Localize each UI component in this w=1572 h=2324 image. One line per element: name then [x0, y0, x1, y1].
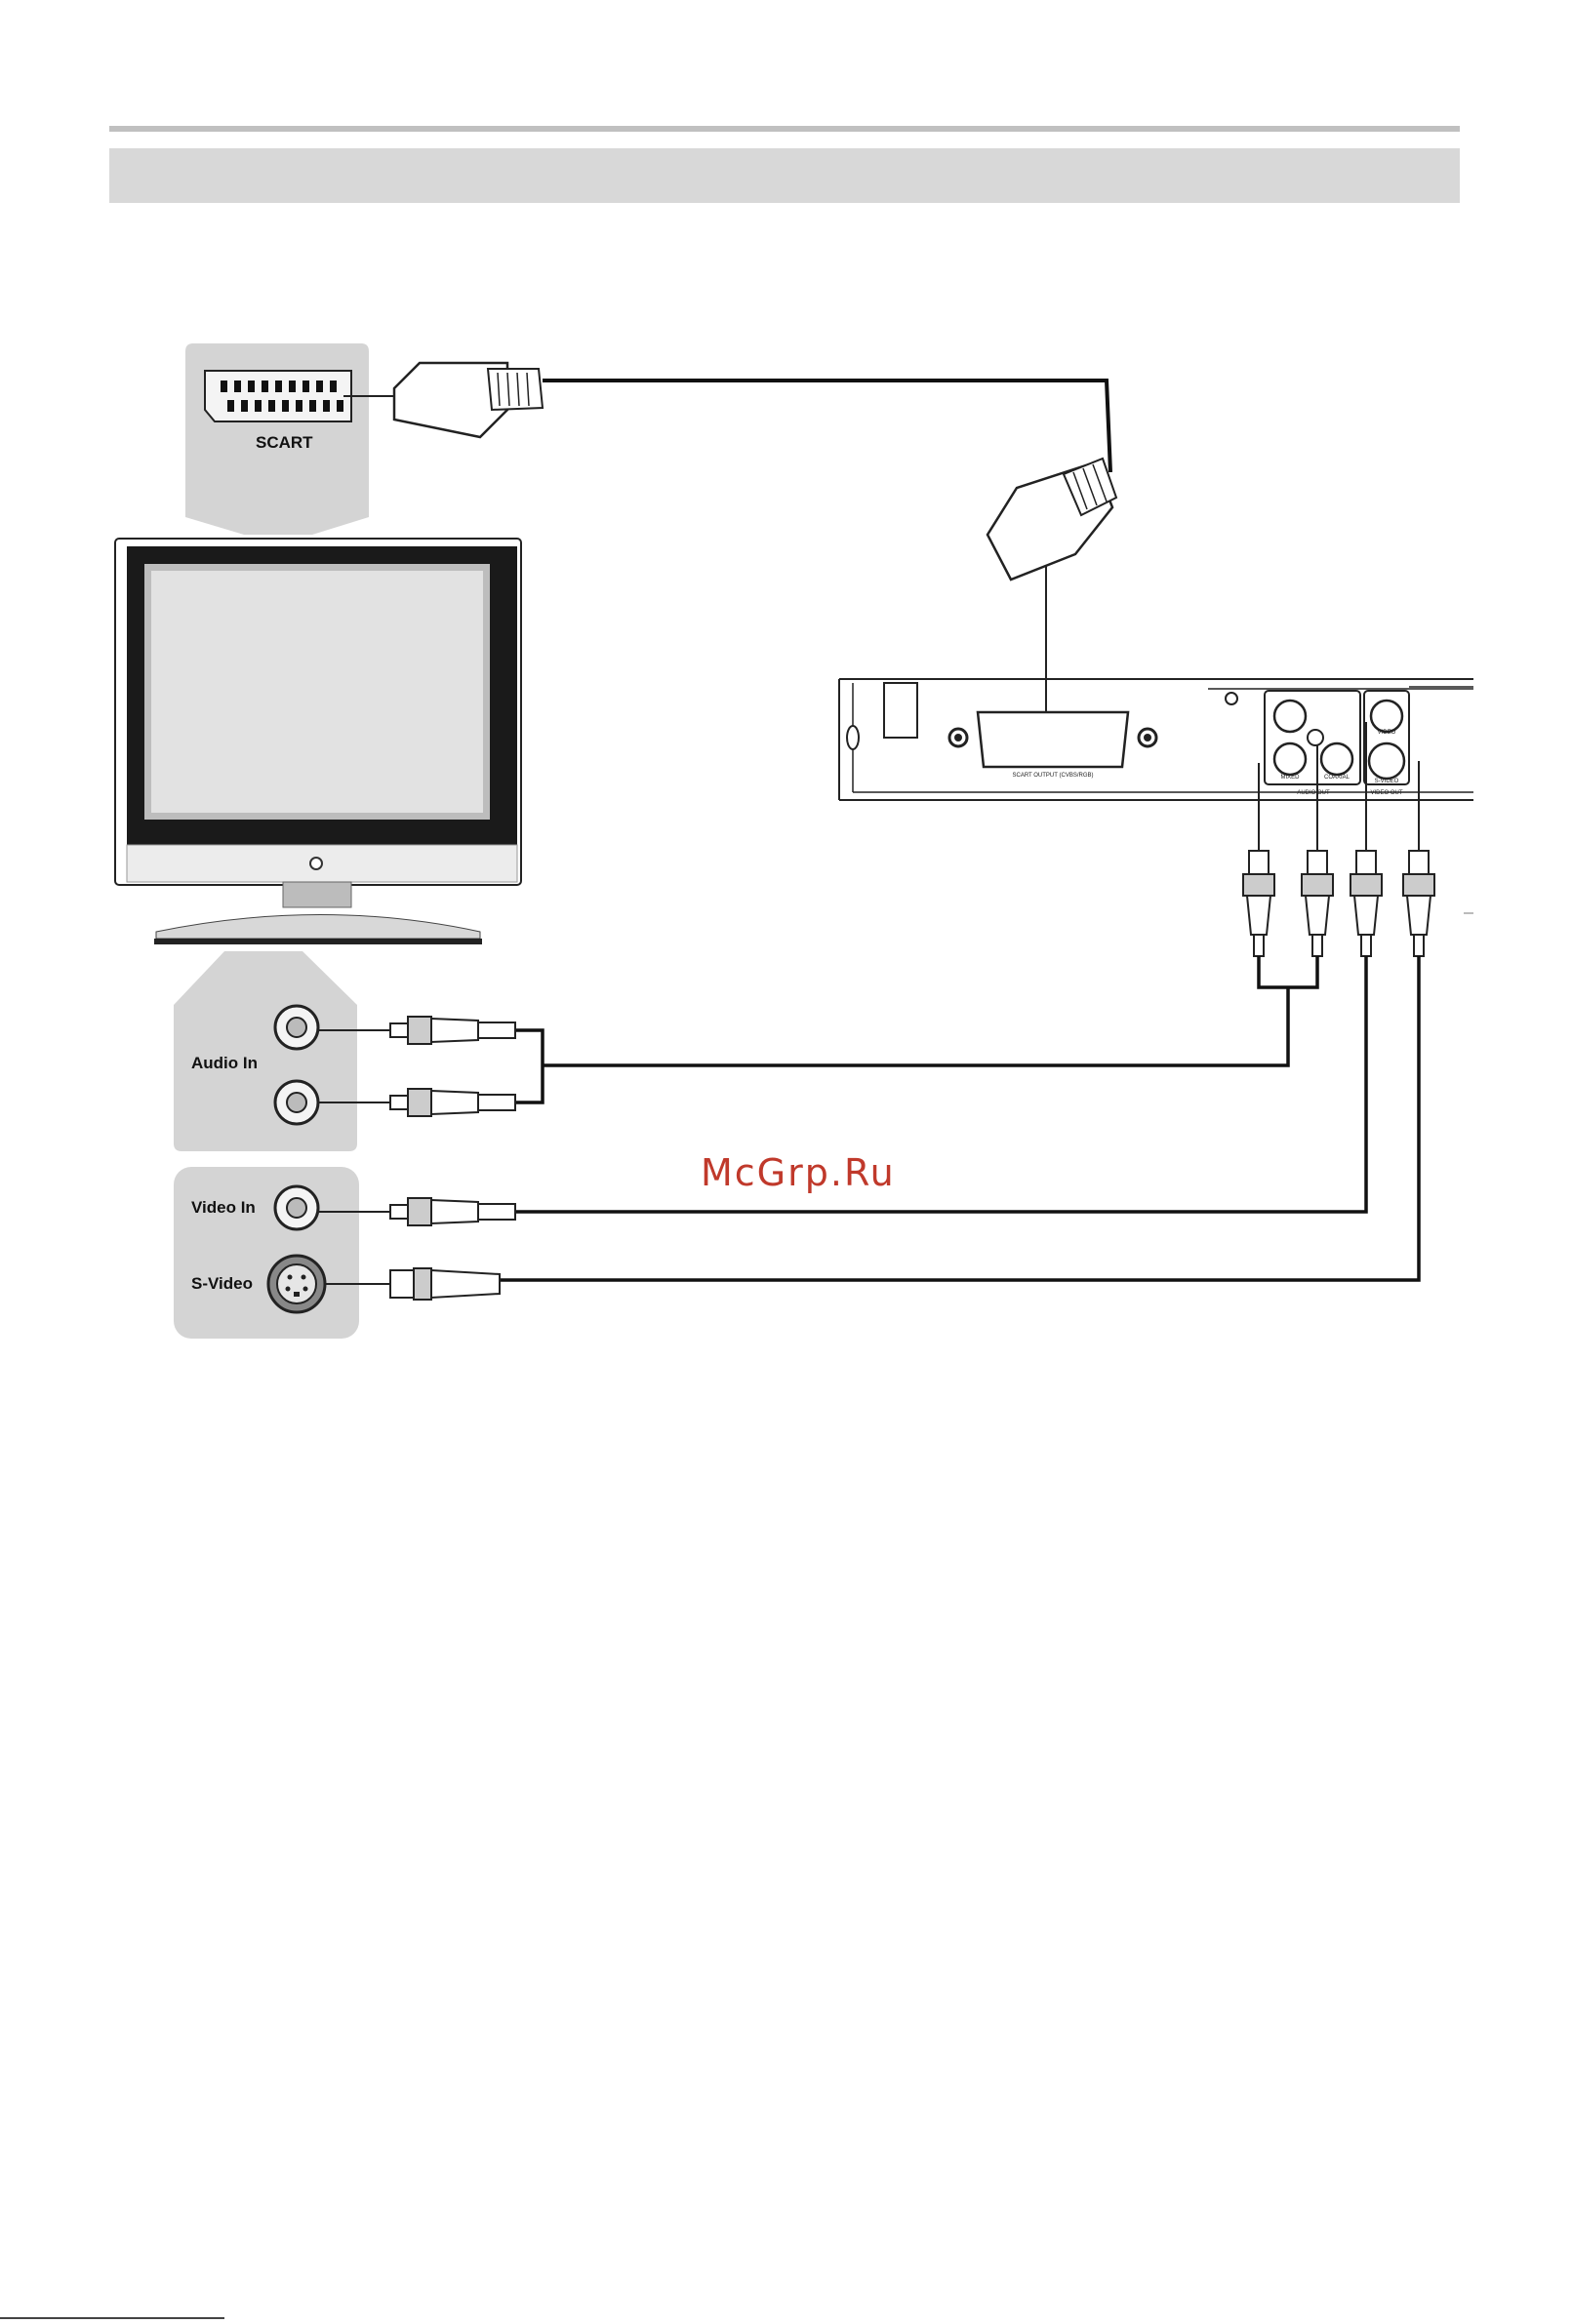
top-rule	[109, 126, 1460, 132]
audio-in-label: Audio In	[191, 1054, 258, 1073]
video-label: VIDEO	[1378, 730, 1396, 736]
audio-in-panel	[174, 951, 357, 1151]
tv-set	[115, 539, 521, 944]
audio-out-label: AUDIO OUT	[1297, 790, 1330, 796]
audio-cable	[515, 956, 1317, 1102]
video-out-label: VIDEO OUT	[1370, 790, 1402, 796]
s-video-small-label: S-VIDEO	[1375, 779, 1399, 784]
scart-plug-tv	[343, 363, 543, 437]
scart-cable	[543, 381, 1110, 472]
s-video-label: S-Video	[191, 1274, 253, 1294]
video-cable	[515, 956, 1366, 1212]
audio-l-label: MIXED	[1280, 775, 1300, 781]
video-in-panel	[174, 1167, 359, 1339]
s-video-cable	[500, 956, 1419, 1280]
scart-output-label: SCART OUTPUT (CVBS/RGB)	[1012, 773, 1093, 779]
header-bar	[109, 148, 1460, 203]
video-in-label: Video In	[191, 1198, 256, 1218]
watermark-text: McGrp.Ru	[701, 1151, 896, 1194]
coaxial-label: COAXIAL	[1324, 775, 1350, 781]
scart-plug-player	[988, 459, 1116, 727]
scart-label: SCART	[256, 433, 313, 453]
